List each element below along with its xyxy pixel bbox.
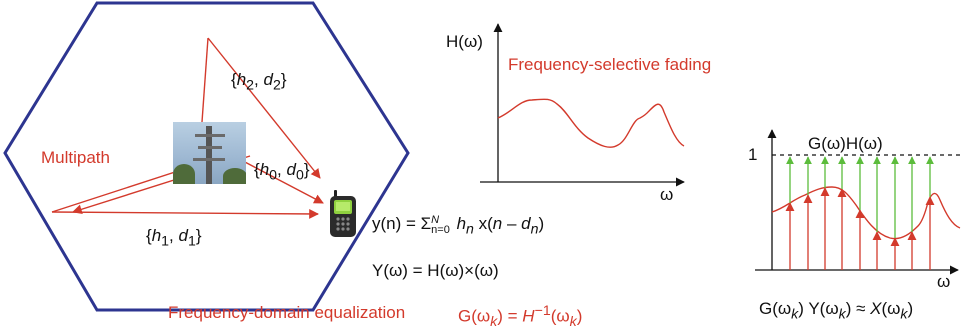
equalized-plot [755, 129, 961, 275]
sum-lower-limit: n=0 [431, 223, 450, 236]
minus-sign: – [502, 214, 522, 233]
tap-gain-index: n [466, 221, 474, 238]
delay-index: 0 [295, 167, 304, 184]
equalized-output-caption: G(ωk) Y(ωk) ≈ X(ωk) [759, 299, 913, 322]
tower-antenna-arm [195, 134, 225, 137]
delay-symbol: d [178, 226, 188, 245]
separator: , [169, 226, 179, 245]
paren-close: ) [538, 214, 545, 233]
fading-title: Frequency-selective fading [508, 55, 712, 74]
delay-index: 1 [187, 233, 196, 250]
delay-symbol: d [286, 160, 296, 179]
tower-mast [206, 126, 212, 184]
sum-symbol: Σ [420, 214, 432, 233]
time-index: n [492, 214, 503, 233]
formula-k: k [490, 314, 498, 330]
delay-symbol: d [263, 70, 273, 89]
brace-close: } [195, 226, 202, 245]
formula-k: k [569, 314, 577, 330]
base-station-tower-image [173, 122, 246, 184]
tree-silhouette [173, 164, 195, 184]
eq-channel-curve [771, 186, 961, 240]
formula-omega: (ω [550, 306, 570, 326]
brace-close: } [280, 70, 287, 89]
separator: , [254, 70, 264, 89]
gain-index: 2 [246, 77, 255, 94]
brace-open: { [146, 226, 152, 245]
brace-open: { [254, 160, 260, 179]
eq-y-label: G(ω)H(ω) [808, 134, 883, 153]
multipath-label: Multipath [41, 148, 110, 167]
tap-gain: h [451, 214, 467, 233]
fading-response-curve [497, 98, 685, 148]
caption-k: k [838, 306, 846, 323]
tap-delay-index: n [530, 221, 539, 238]
fading-plot [480, 23, 685, 187]
caption-omega: (ω [881, 299, 901, 318]
frequency-domain-equation: Y(ω) = H(ω)×(ω) [372, 261, 499, 280]
channel-sample-arrows [785, 187, 935, 270]
equation-lhs: y(n) = [372, 214, 421, 233]
formula-H: H [522, 306, 535, 326]
caption-X: X [870, 299, 882, 318]
gain-symbol: h [151, 226, 162, 245]
tree-silhouette [223, 168, 246, 184]
formula-inverse: −1 [534, 303, 551, 319]
tower-antenna-arm [193, 158, 225, 161]
fde-label: Frequency-domain equalization [168, 303, 406, 322]
unity-level-label: 1 [748, 145, 758, 164]
formula-equals: ) = [497, 306, 523, 326]
fading-y-label: H(ω) [446, 32, 483, 51]
fading-x-label: ω [660, 185, 674, 204]
separator: , [277, 160, 287, 179]
caption-k: k [900, 306, 908, 323]
ray-reflector-top-to-phone [207, 37, 321, 179]
equalizer-formula: G(ωk) = H−1(ωk) [458, 303, 582, 330]
caption-Y: ) Y(ω [798, 299, 839, 318]
formula-G: G(ω [458, 306, 491, 326]
brace-close: } [303, 160, 310, 179]
path-label-h2-d2: {h2, d2} [231, 70, 287, 93]
mobile-phone-icon [330, 190, 356, 237]
caption-k: k [791, 306, 799, 323]
eq-x-label: ω [937, 272, 951, 291]
equalizer-gain-arrows [786, 156, 934, 238]
delay-index: 2 [272, 77, 281, 94]
tap-delay: d [521, 214, 531, 233]
sum-upper-limit: N [431, 213, 440, 226]
gain-symbol: h [259, 160, 270, 179]
caption-approx: ) ≈ [845, 299, 871, 318]
caption-G: G(ω [759, 299, 792, 318]
caption-close: ) [907, 299, 914, 318]
gain-index: 0 [269, 167, 278, 184]
tower-antenna-arm [198, 146, 222, 149]
cell-hexagon [3, 1, 410, 312]
path-label-h0-d0: {h0, d0} [254, 160, 310, 183]
gain-index: 1 [161, 233, 170, 250]
brace-open: { [231, 70, 237, 89]
ray-reflector-left-to-phone [51, 209, 319, 219]
gain-symbol: h [236, 70, 247, 89]
input-signal: x( [473, 214, 493, 233]
formula-close: ) [576, 306, 583, 326]
path-label-h1-d1: {h1, d1} [146, 226, 202, 249]
